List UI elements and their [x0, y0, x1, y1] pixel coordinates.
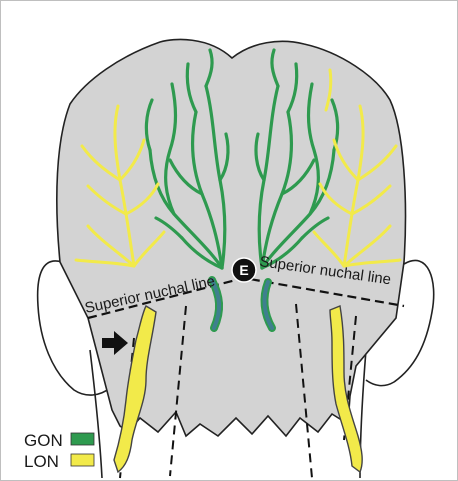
legend-lon-swatch [71, 454, 94, 466]
legend-lon-label: LON [24, 452, 59, 471]
landmark-e-label: E [239, 262, 248, 278]
legend: GON LON [24, 431, 94, 471]
legend-gon-label: GON [24, 431, 63, 450]
scalp-region [57, 39, 406, 436]
legend-gon-swatch [71, 433, 94, 445]
